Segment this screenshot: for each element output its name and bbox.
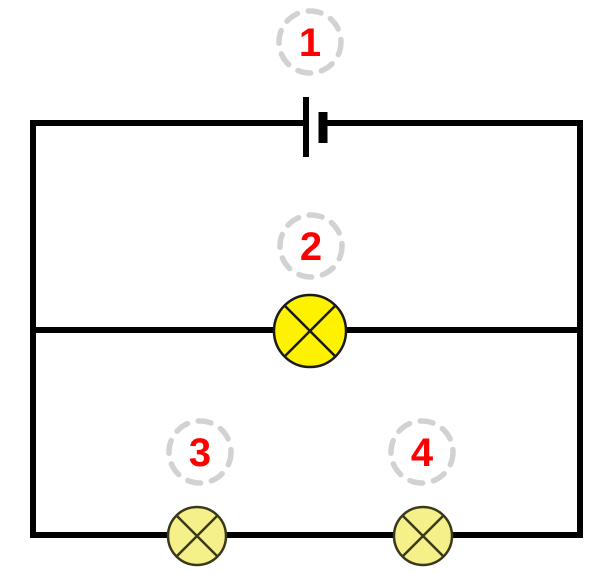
lamp-cross-stroke-b <box>401 514 445 558</box>
lamp-middle <box>272 293 348 369</box>
lamp-bottom-right <box>392 505 454 567</box>
callout-label-4: 4 <box>388 418 456 486</box>
callout-label-text: 2 <box>300 225 322 269</box>
lamp-bottom-left <box>166 505 228 567</box>
callout-label-1: 1 <box>276 8 344 76</box>
dashed-circle-icon <box>277 212 345 280</box>
callout-label-text: 3 <box>189 431 211 475</box>
callout-label-3: 3 <box>166 418 234 486</box>
callout-label-text: 1 <box>299 21 321 65</box>
lamp-cross-stroke-b <box>283 304 337 358</box>
callout-label-2: 2 <box>277 212 345 280</box>
battery-cell-icon <box>303 97 328 157</box>
dashed-circle-icon <box>388 418 456 486</box>
dashed-circle-icon <box>166 418 234 486</box>
dashed-circle-icon <box>276 8 344 76</box>
callout-label-text: 4 <box>411 431 434 475</box>
lamp-cross-stroke-b <box>175 514 219 558</box>
